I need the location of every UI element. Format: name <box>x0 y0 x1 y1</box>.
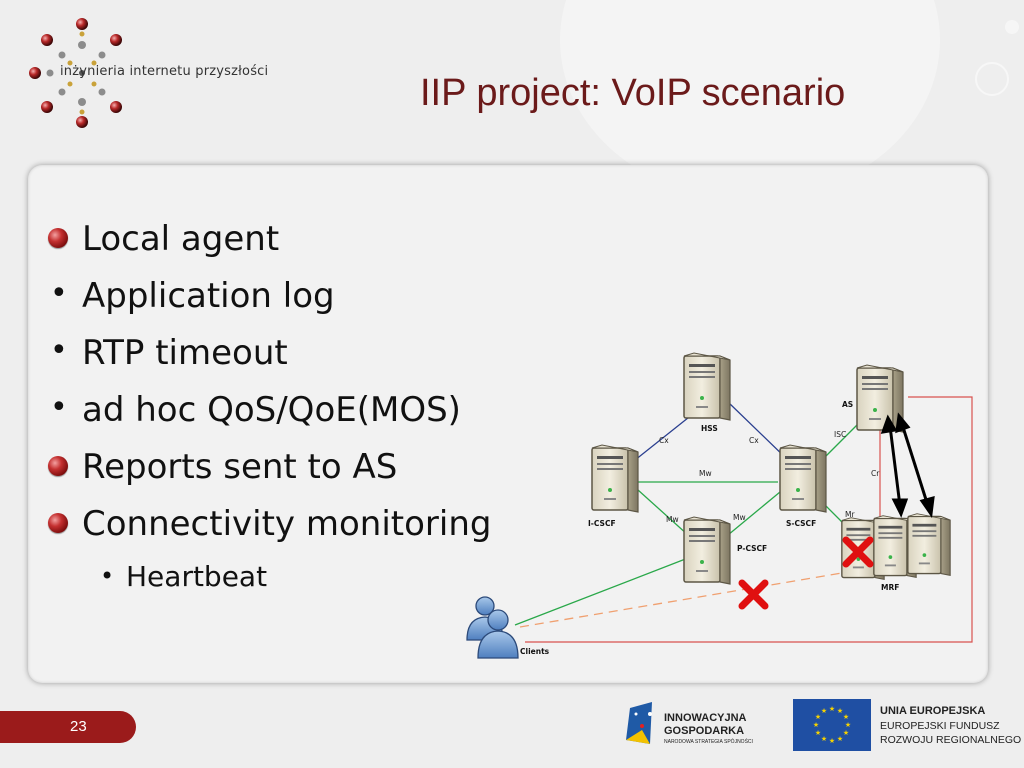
failure-x-icon-link <box>738 579 769 610</box>
label-mrf: MRF <box>881 583 899 592</box>
svg-text:★: ★ <box>821 735 827 743</box>
label-mw-right: Mw <box>733 513 746 522</box>
page-number-tab <box>0 711 136 743</box>
bullet-marker-dot: • <box>50 390 68 425</box>
svg-text:★: ★ <box>845 721 851 729</box>
logo-text: inżynieria internetu przyszłości <box>60 64 269 79</box>
bullet-marker-orb <box>48 513 68 533</box>
label-cr: Cr <box>871 469 880 478</box>
link-icscf-pcscf-mw <box>637 489 689 536</box>
label-mw-left: Mw <box>666 515 679 524</box>
bullet-application-log: Application log <box>82 276 335 316</box>
icscf-server-icon <box>591 444 639 513</box>
svg-text:★: ★ <box>843 729 849 737</box>
svg-text:★: ★ <box>815 713 821 721</box>
bullet-marker-dot: • <box>50 333 68 368</box>
voip-network-diagram: HSS I-CSCF S-CSCF P-CSCF AS MRF Clients … <box>466 352 973 659</box>
label-icscf: I-CSCF <box>588 519 616 528</box>
ig-line-3: NARODOWA STRATEGIA SPÓJNOŚCI <box>664 739 753 745</box>
hss-server-icon <box>683 352 731 421</box>
svg-text:★: ★ <box>837 735 843 743</box>
label-pcscf: P-CSCF <box>737 544 767 553</box>
svg-text:★: ★ <box>837 707 843 715</box>
link-as-clients-heartbeat <box>525 396 973 643</box>
link-clients-mrf-dashed <box>519 571 849 628</box>
scscf-server-icon <box>779 444 827 513</box>
svg-text:★: ★ <box>829 705 835 713</box>
bullet-connectivity-monitoring: Connectivity monitoring <box>82 504 492 544</box>
link-scscf-as-isc <box>819 421 861 463</box>
sub-bullet-marker-dot: • <box>100 562 115 590</box>
link-clients-pcscf <box>514 557 689 626</box>
bullet-rtp-timeout: RTP timeout <box>82 333 288 373</box>
as-server-icon <box>856 364 904 433</box>
link-pcscf-scscf-mw <box>727 491 781 536</box>
eu-line-3: ROZWOJU REGIONALNEGO <box>880 734 1022 746</box>
content-panel <box>28 165 988 683</box>
bullet-marker-orb <box>48 456 68 476</box>
iip-logo <box>29 18 122 128</box>
svg-text:★: ★ <box>821 707 827 715</box>
ig-line-1: INNOWACYJNA <box>664 712 747 724</box>
svg-text:★: ★ <box>813 721 819 729</box>
innowacyjna-gospodarka-logo-icon <box>626 702 652 744</box>
label-cx-left: Cx <box>659 436 669 445</box>
sub-bullet-heartbeat: Heartbeat <box>126 560 268 593</box>
pcscf-server-icon <box>683 516 731 585</box>
mrf-server-icon-3 <box>907 513 951 577</box>
bullet-qos-qoe: ad hoc QoS/QoE(MOS) <box>82 390 461 430</box>
svg-text:★: ★ <box>829 737 835 745</box>
label-mw-top: Mw <box>699 469 712 478</box>
clients-users-icon <box>466 596 519 659</box>
eu-flag-icon: ★★★ ★★★ ★★★ ★★★ <box>793 699 871 751</box>
eu-line-1: UNIA EUROPEJSKA <box>880 705 986 717</box>
bullet-local-agent: Local agent <box>82 219 280 259</box>
background-circle-small <box>1005 20 1019 34</box>
svg-text:★: ★ <box>843 713 849 721</box>
label-hss: HSS <box>701 424 718 433</box>
label-mr: Mr <box>845 510 855 519</box>
slide-title: IIP project: VoIP scenario <box>420 72 846 114</box>
page-number: 23 <box>70 718 87 735</box>
label-as: AS <box>842 400 853 409</box>
bullet-reports-sent: Reports sent to AS <box>82 447 398 487</box>
label-cx-right: Cx <box>749 436 759 445</box>
ig-line-2: GOSPODARKA <box>664 725 745 737</box>
bullet-marker-orb <box>48 228 68 248</box>
label-clients: Clients <box>520 647 550 656</box>
label-scscf: S-CSCF <box>786 519 816 528</box>
eu-line-2: EUROPEJSKI FUNDUSZ <box>880 720 1000 732</box>
as-mrf-arrows-icon <box>880 412 935 519</box>
failure-x-icon-mrf <box>842 536 874 568</box>
label-isc: ISC <box>834 430 846 439</box>
background-circle-ring <box>975 62 1009 96</box>
svg-text:★: ★ <box>815 729 821 737</box>
bullet-marker-dot: • <box>50 276 68 311</box>
